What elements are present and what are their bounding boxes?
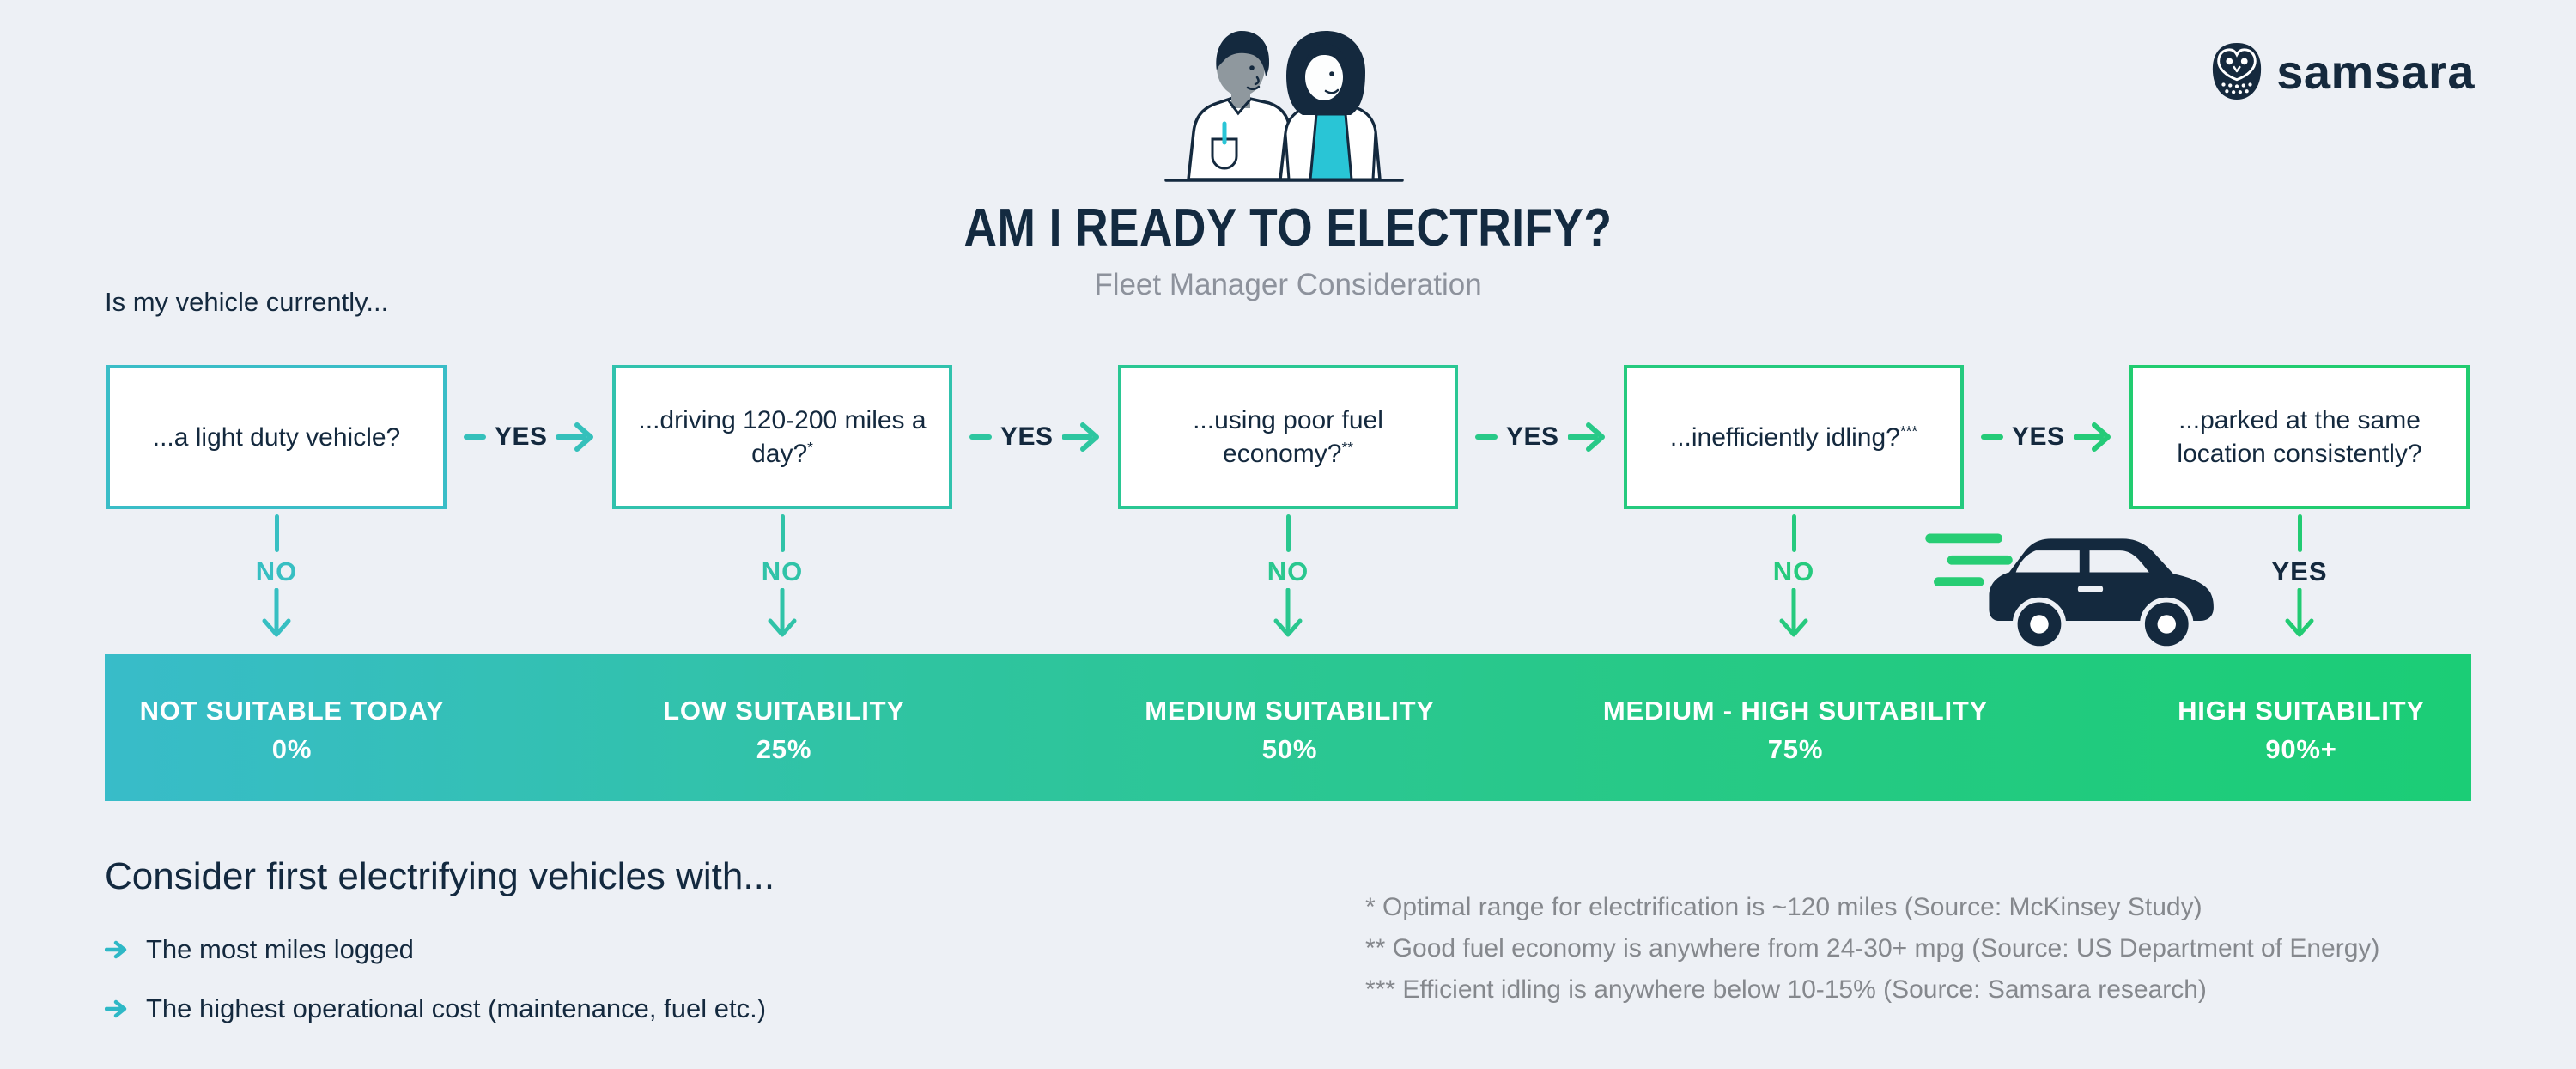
- yes-label: YES: [1000, 422, 1054, 451]
- fleet-managers-drawing: [1164, 31, 1404, 182]
- bullet-arrow-icon: [105, 999, 127, 1018]
- no-label: NO: [255, 556, 298, 586]
- down-connector-no-1: NO: [225, 514, 328, 645]
- footnote-marker: **: [1341, 439, 1353, 456]
- yes-label: YES: [1506, 422, 1559, 451]
- dash-icon: [1981, 434, 2003, 440]
- down-connector-no-2: NO: [731, 514, 834, 645]
- question-text: ...using poor fuel economy?: [1193, 406, 1383, 468]
- dash-icon: [464, 434, 486, 440]
- dash-icon: [969, 434, 992, 440]
- question-box-light-duty: ...a light duty vehicle?: [106, 365, 447, 509]
- no-label: NO: [1772, 556, 1815, 586]
- segment-value: 90%+: [2265, 734, 2337, 764]
- segment-title: MEDIUM - HIGH SUITABILITY: [1602, 695, 1989, 726]
- list-item: The highest operational cost (maintenanc…: [105, 993, 766, 1024]
- suitability-gradient-bar: [105, 654, 2471, 801]
- bullet-arrow-icon: [105, 940, 127, 959]
- line-segment: [1285, 514, 1291, 552]
- line-segment: [274, 514, 279, 552]
- arrow-down-icon: [768, 588, 797, 637]
- bar-segment-medium-high: MEDIUM - HIGH SUITABILITY 75%: [1521, 695, 2070, 765]
- bar-segment-low: LOW SUITABILITY 25%: [509, 695, 1059, 765]
- arrow-right-icon: [2073, 422, 2111, 452]
- footnote-marker: ***: [1899, 422, 1918, 440]
- arrow-down-icon: [2285, 588, 2314, 637]
- question-box-miles-per-day: ...driving 120-200 miles a day?*: [612, 365, 952, 509]
- car-icon: [1925, 533, 2214, 652]
- bar-segment-medium: MEDIUM SUITABILITY 50%: [1015, 695, 1564, 765]
- segment-title: MEDIUM SUITABILITY: [1145, 695, 1435, 726]
- down-connector-no-3: NO: [1236, 514, 1340, 645]
- dash-icon: [1475, 434, 1498, 440]
- question-text: ...parked at the same location consisten…: [2177, 406, 2422, 468]
- footnote-fuel-economy: ** Good fuel economy is anywhere from 24…: [1365, 934, 2380, 963]
- line-segment: [2297, 514, 2302, 552]
- consider-heading: Consider first electrifying vehicles wit…: [105, 855, 775, 897]
- intro-text: Is my vehicle currently...: [105, 287, 389, 317]
- question-box-fuel-economy: ...using poor fuel economy?**: [1118, 365, 1458, 509]
- question-box-parked-location: ...parked at the same location consisten…: [2129, 365, 2470, 509]
- down-connector-yes: YES: [2248, 514, 2351, 645]
- bullet-text: The highest operational cost (maintenanc…: [146, 993, 767, 1023]
- segment-value: 75%: [1767, 734, 1824, 764]
- segment-title: LOW SUITABILITY: [663, 695, 905, 726]
- arrow-right-icon: [1567, 422, 1605, 452]
- no-label: NO: [1267, 556, 1309, 586]
- segment-value: 25%: [756, 734, 812, 764]
- question-box-idling: ...inefficiently idling?***: [1624, 365, 1964, 509]
- samsara-owl-icon: [2213, 43, 2262, 100]
- bar-segment-high: HIGH SUITABILITY 90%+: [2026, 695, 2576, 765]
- yes-label: YES: [495, 422, 548, 451]
- samsara-logo: samsara: [2209, 41, 2475, 101]
- yes-connector-3: YES: [1475, 365, 1606, 509]
- no-label: NO: [761, 556, 804, 586]
- question-text: ...a light duty vehicle?: [152, 422, 401, 452]
- footnote-marker: *: [807, 439, 813, 456]
- arrow-down-icon: [262, 588, 291, 637]
- yes-connector-2: YES: [969, 365, 1100, 509]
- samsara-wordmark: samsara: [2276, 44, 2475, 99]
- segment-value: 50%: [1261, 734, 1318, 764]
- yes-label: YES: [2271, 556, 2328, 586]
- bullet-text: The most miles logged: [146, 934, 414, 964]
- people-illustration: [1149, 22, 1415, 182]
- arrow-right-icon: [1061, 422, 1099, 452]
- down-connector-no-4: NO: [1742, 514, 1845, 645]
- speed-lines: [1925, 533, 2013, 587]
- segment-title: NOT SUITABLE TODAY: [139, 695, 445, 726]
- bar-segment-not-suitable: NOT SUITABLE TODAY 0%: [17, 695, 567, 765]
- question-text: ...inefficiently idling?: [1669, 422, 1900, 452]
- line-segment: [1791, 514, 1796, 552]
- arrow-right-icon: [556, 422, 593, 452]
- page-subtitle: Fleet Manager Consideration: [1094, 268, 1482, 301]
- yes-connector-4: YES: [1981, 365, 2111, 509]
- yes-label: YES: [2012, 422, 2065, 451]
- arrow-down-icon: [1273, 588, 1303, 637]
- consider-bullet-list: The most miles logged The highest operat…: [105, 934, 766, 1024]
- segment-title: HIGH SUITABILITY: [2178, 695, 2425, 726]
- footnote-efficient-idling: *** Efficient idling is anywhere below 1…: [1365, 975, 2207, 1004]
- question-text: ...driving 120-200 miles a day?: [638, 406, 927, 468]
- car-illustration: [1922, 519, 2224, 656]
- yes-connector-1: YES: [464, 365, 594, 509]
- page-title: AM I READY TO ELECTRIFY?: [963, 198, 1613, 258]
- footnote-optimal-range: * Optimal range for electrification is ~…: [1365, 893, 2202, 921]
- footnotes: * Optimal range for electrification is ~…: [1365, 895, 2379, 1003]
- arrow-down-icon: [1779, 588, 1808, 637]
- line-segment: [780, 514, 785, 552]
- list-item: The most miles logged: [105, 934, 766, 965]
- segment-value: 0%: [271, 734, 313, 764]
